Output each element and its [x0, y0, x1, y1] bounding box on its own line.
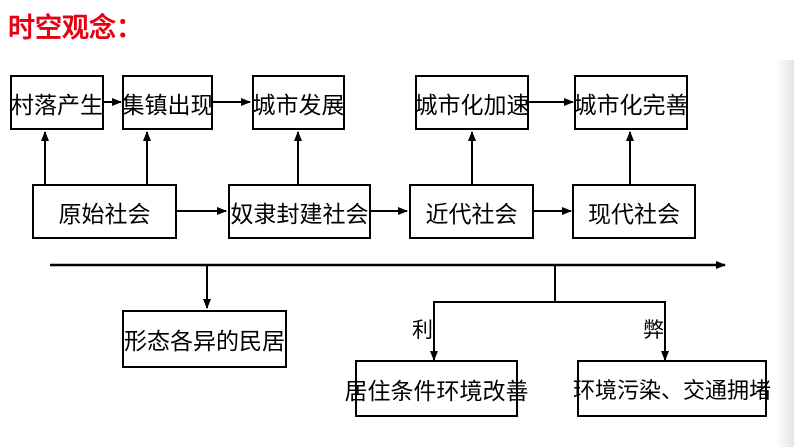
box-diverse-dwellings: 形态各异的民居 [122, 310, 287, 368]
box-urbanization-perfecting: 城市化完善 [574, 75, 689, 130]
box-primitive-society: 原始社会 [32, 184, 177, 239]
page-title: 时空观念： [8, 13, 143, 44]
pros-label: 利 [412, 318, 433, 342]
box-urbanization-accelerating: 城市化加速 [415, 75, 530, 130]
slide-shadow [776, 60, 794, 447]
cons-label: 弊 [643, 318, 664, 342]
box-contemporary-society: 现代社会 [572, 184, 696, 239]
box-pollution-congestion: 环境污染、交通拥堵 [573, 360, 771, 417]
box-living-improved: 居住条件环境改善 [345, 360, 529, 417]
box-modern-society: 近代社会 [409, 184, 534, 239]
box-village: 村落产生 [10, 75, 104, 130]
branch-connector-right [555, 301, 666, 340]
branch-connector [433, 265, 556, 360]
box-city-development: 城市发展 [252, 75, 345, 130]
box-slave-feudal-society: 奴隶封建社会 [228, 184, 371, 239]
box-town: 集镇出现 [122, 75, 214, 130]
